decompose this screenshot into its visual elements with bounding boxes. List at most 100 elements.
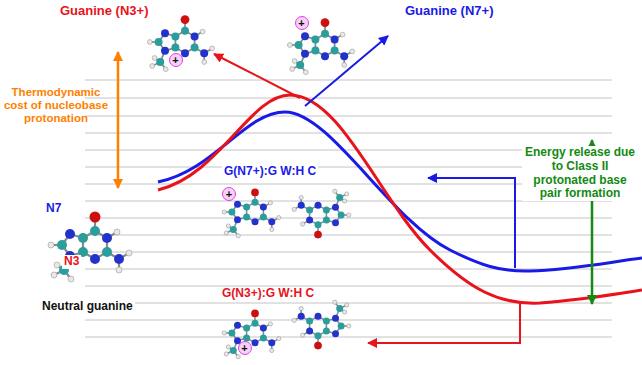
atom-sphere: [234, 216, 241, 223]
molecule-title: Neutral guanine: [40, 300, 135, 314]
atom-sphere: [228, 209, 235, 216]
atom-sphere: [303, 70, 308, 75]
atom-sphere: [347, 324, 351, 328]
atom-sphere: [57, 240, 67, 250]
atom-sphere: [292, 207, 296, 211]
atom-sphere: [306, 216, 313, 223]
atom-sphere: [161, 29, 169, 37]
atom-sphere: [222, 331, 226, 335]
atom-sphere: [150, 64, 155, 69]
atom-sphere: [155, 38, 163, 46]
energy-level-line: [85, 80, 612, 81]
atom-sphere: [260, 334, 267, 341]
atom-sphere: [116, 267, 122, 273]
atom-sphere: [306, 318, 313, 325]
atom-sphere: [321, 18, 330, 27]
atom-sphere: [161, 47, 169, 55]
charge-marker: +: [295, 16, 309, 30]
atom-sphere: [332, 315, 339, 322]
molecule-title: Guanine (N7+): [405, 4, 494, 19]
atom-sphere: [301, 333, 305, 337]
atom-sphere: [323, 216, 330, 223]
atom-sphere: [181, 27, 189, 35]
atom-sphere: [51, 272, 57, 278]
base-pair-label: G(N3+):G W:H C: [220, 287, 316, 301]
atom-sphere: [270, 348, 274, 352]
atom-sphere: [299, 306, 303, 310]
energy-level-line: [85, 269, 612, 270]
atom-sphere: [260, 204, 267, 211]
atom-sphere: [202, 60, 207, 65]
atom-sphere: [332, 219, 339, 226]
guanine-structure: [147, 15, 214, 71]
atom-sphere: [331, 47, 339, 55]
atom-sphere: [298, 313, 305, 320]
atom-sphere: [236, 234, 240, 238]
atom-sphere: [260, 213, 267, 220]
energy-level-line: [85, 337, 612, 338]
atom-sphere: [332, 204, 339, 211]
atom-sphere: [65, 229, 75, 239]
n7-pointer-arrow: [305, 36, 388, 106]
n3-pair-arrow: [368, 303, 520, 343]
atom-sphere: [311, 35, 319, 43]
atom-sphere: [270, 227, 274, 231]
atom-sphere: [338, 212, 345, 219]
atom-sphere: [171, 44, 179, 52]
charge-marker: +: [238, 341, 252, 355]
energy-level-line: [85, 133, 612, 134]
atom-sphere: [90, 254, 100, 264]
charge-marker: +: [222, 187, 236, 201]
charge-marker: +: [169, 53, 183, 67]
guanine-structure: [48, 212, 132, 283]
energy-level-line: [85, 320, 612, 321]
atom-sphere: [90, 226, 100, 236]
atom-sphere: [298, 202, 305, 209]
atom-sphere: [181, 15, 190, 24]
atom-sphere: [252, 199, 259, 206]
atom-sphere: [315, 221, 322, 228]
atom-sphere: [230, 226, 237, 233]
atom-sphere: [350, 49, 355, 54]
n7-energy-curve: [158, 112, 642, 271]
atom-sphere: [48, 242, 54, 248]
energy-level-line: [85, 286, 612, 287]
atom-sphere: [314, 342, 322, 350]
atom-sphere: [226, 345, 230, 349]
atom-sphere: [277, 216, 281, 220]
atom-sphere: [340, 52, 348, 60]
energy-level-line: [85, 116, 612, 117]
atom-sphere: [311, 47, 319, 55]
atom-sphere: [301, 222, 305, 226]
atom-sphere: [260, 325, 267, 332]
atom-sphere: [343, 199, 347, 203]
atom-sphere: [90, 212, 101, 223]
atom-sphere: [342, 63, 347, 68]
atom-sphere: [287, 43, 292, 48]
atom-sphere: [230, 347, 237, 354]
atom-sphere: [252, 339, 259, 346]
energy-level-line: [85, 98, 612, 99]
atom-sphere: [226, 224, 230, 228]
atom-sphere: [68, 276, 74, 282]
atom-sphere: [301, 50, 309, 58]
atom-sphere: [323, 207, 330, 214]
atom-sphere: [343, 310, 347, 314]
atom-sphere: [315, 313, 322, 320]
atom-sphere: [243, 325, 250, 332]
guanine-structure: [222, 310, 281, 359]
atom-sphere: [268, 339, 275, 346]
atom-sphere: [102, 247, 112, 257]
base-pair-label: G(N7+):G W:H C: [222, 165, 318, 179]
atom-sphere: [306, 207, 313, 214]
atom-sphere: [336, 305, 343, 312]
atom-sphere: [323, 327, 330, 334]
n3-energy-curve: [158, 95, 642, 303]
atom-sphere: [252, 218, 259, 225]
atom-sphere: [114, 254, 124, 264]
atom-sphere: [306, 327, 313, 334]
atom-sphere: [301, 32, 309, 40]
energy-annotation: Energy release due to Class II protonate…: [522, 146, 638, 201]
atom-sphere: [147, 40, 152, 45]
energy-level-line: [85, 218, 612, 219]
